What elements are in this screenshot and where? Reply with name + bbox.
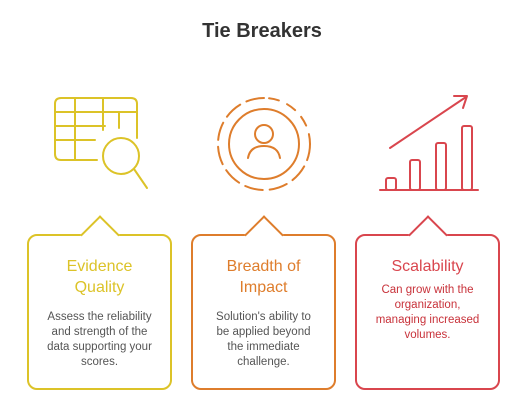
- page-title: Tie Breakers: [202, 20, 322, 42]
- desc-line: data supporting your: [47, 341, 152, 353]
- card-title-line: Quality: [74, 279, 125, 296]
- desc-line: Can grow with the: [381, 284, 474, 296]
- card-description: Solution's ability to be applied beyond …: [193, 310, 334, 370]
- desc-line: managing increased: [375, 314, 480, 326]
- desc-line: and strength of the: [51, 326, 148, 338]
- desc-line: scores.: [80, 356, 119, 368]
- desc-line: challenge.: [237, 356, 290, 368]
- desc-line: the immediate: [227, 341, 300, 353]
- card-title-line: Scalability: [391, 258, 464, 275]
- card-title-line: Impact: [239, 279, 288, 296]
- card-title: Evidence Quality: [29, 256, 170, 298]
- desc-line: volumes.: [404, 329, 451, 341]
- card-title-line: Evidence: [66, 258, 133, 275]
- card-pointer: [79, 215, 120, 255]
- card-title: Breadth of Impact: [193, 256, 334, 298]
- desc-line: organization,: [394, 299, 461, 311]
- desc-line: Assess the reliability: [47, 311, 152, 323]
- table-search-icon: [54, 97, 148, 189]
- breadth-of-impact-card: Breadth of Impact Solution's ability to …: [191, 215, 336, 390]
- desc-line: be applied beyond: [216, 326, 311, 338]
- card-description: Can grow with the organization, managing…: [357, 283, 498, 343]
- card-pointer: [407, 215, 448, 255]
- card-title-line: Breadth of: [226, 258, 301, 275]
- card-pointer: [243, 215, 284, 255]
- desc-line: Solution's ability to: [216, 311, 311, 323]
- target-person-icon: [217, 97, 311, 191]
- scalability-card: Scalability Can grow with the organizati…: [355, 215, 500, 390]
- card-title: Scalability: [357, 256, 498, 277]
- evidence-quality-card: Evidence Quality Assess the reliability …: [27, 215, 172, 390]
- card-description: Assess the reliability and strength of t…: [29, 310, 170, 370]
- growth-chart-icon: [379, 95, 479, 191]
